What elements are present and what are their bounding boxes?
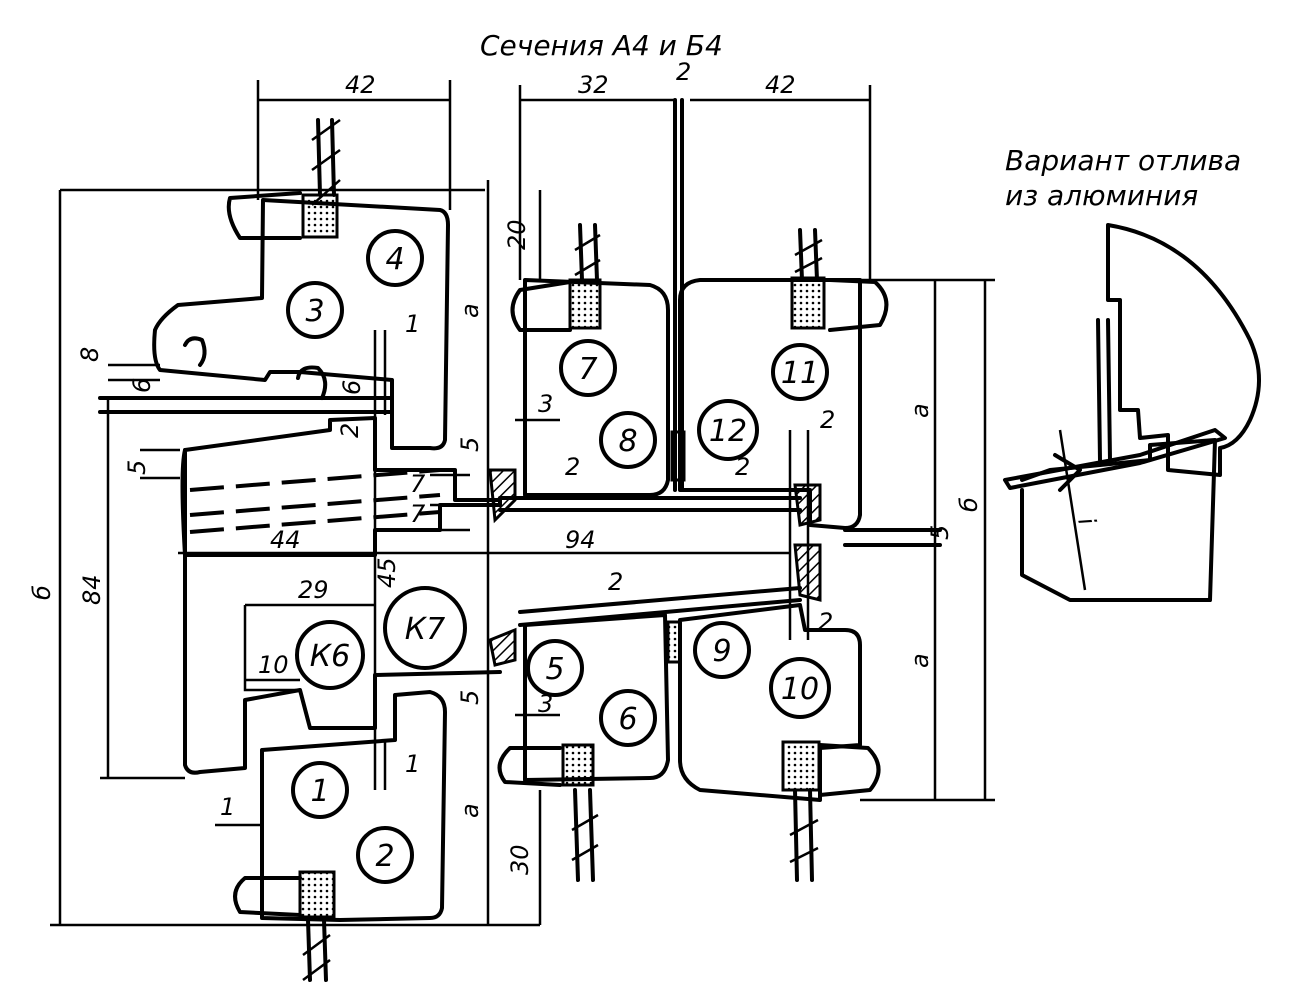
dim-20: 20 — [503, 219, 531, 250]
aluminium-variant: Вариант отлива из алюминия i — [1003, 144, 1261, 602]
dim-6-b: 6 — [338, 380, 366, 395]
dim-2-d: 2 — [608, 568, 623, 596]
part-1: 1 — [310, 774, 329, 809]
part-circle-3 — [286, 281, 344, 339]
dim-1-left: 1 — [220, 793, 235, 821]
dim-5-b: 5 — [456, 437, 484, 452]
dim-1-mid: 1 — [405, 750, 420, 778]
dim-29: 29 — [298, 576, 329, 604]
part-10: 10 — [781, 672, 819, 707]
part-6: 6 — [618, 702, 637, 737]
part-11: 11 — [781, 356, 819, 391]
dim-2-top: 2 — [676, 58, 691, 86]
part-circle-1 — [291, 761, 349, 819]
part-circle-12 — [697, 399, 759, 461]
part-8: 8 — [618, 424, 637, 459]
dim-3-bottom: 3 — [538, 690, 553, 718]
dimension-texts: 42 32 2 42 20 30 44 94 29 45 84 10 1 1 1… — [28, 58, 983, 875]
dim-2-f: 2 — [336, 423, 364, 438]
dim-8: 8 — [76, 347, 104, 362]
dim-7-a: 7 — [410, 470, 426, 498]
part-12: 12 — [709, 414, 747, 449]
dim-2-b: 2 — [735, 453, 750, 481]
dim-2-c: 2 — [820, 406, 835, 434]
part-2: 2 — [375, 839, 394, 874]
dim-b-left: б — [28, 585, 56, 600]
dimension-lines — [50, 80, 995, 927]
variant-caption-line1: Вариант отлива — [1005, 144, 1241, 177]
dim-94: 94 — [565, 526, 596, 554]
drawing-title: Сечения А4 и Б4 — [480, 29, 723, 62]
part-circle-9 — [693, 621, 751, 679]
part-7: 7 — [578, 352, 597, 387]
dim-42-right: 42 — [765, 71, 796, 99]
part-circle-4 — [366, 229, 424, 287]
dim-3-top: 3 — [538, 390, 553, 418]
dim-42-left: 42 — [345, 71, 376, 99]
part-4: 4 — [385, 242, 404, 277]
part-5: 5 — [545, 652, 564, 687]
dim-30: 30 — [506, 844, 534, 875]
dim-45: 45 — [373, 557, 401, 588]
part-circle-5 — [526, 639, 584, 697]
part-circle-k6 — [295, 620, 365, 690]
right-frame — [497, 98, 942, 882]
part-k7: К7 — [405, 612, 445, 647]
part-circle-7 — [559, 339, 617, 397]
dim-5-c: 5 — [456, 690, 484, 705]
dim-7-b: 7 — [410, 500, 426, 528]
left-frame — [98, 118, 517, 982]
part-k6: К6 — [310, 639, 350, 674]
dim-32: 32 — [578, 71, 609, 99]
dim-5-a: 5 — [123, 460, 151, 475]
dim-a-1: а — [456, 303, 484, 318]
part-circle-k7 — [383, 586, 467, 670]
dim-2-a: 2 — [565, 453, 580, 481]
part-labels: 3 4 1 2 К6 К7 7 8 11 12 5 6 9 10 — [286, 229, 831, 884]
dim-b-right: б — [955, 497, 983, 512]
dim-44: 44 — [270, 526, 301, 554]
dim-2-e: 2 — [818, 608, 833, 636]
dim-a-3: а — [906, 403, 934, 418]
dim-10: 10 — [258, 651, 289, 679]
dim-a-2: а — [456, 803, 484, 818]
part-circle-10 — [769, 657, 831, 719]
variant-caption-line2: из алюминия — [1005, 179, 1198, 212]
dim-84: 84 — [78, 574, 106, 605]
variant-dim-i: i — [1072, 514, 1101, 528]
dim-5-d: 5 — [926, 525, 954, 540]
part-circle-2 — [356, 826, 414, 884]
dim-1-top: 1 — [405, 310, 420, 338]
part-circle-11 — [771, 343, 829, 401]
dim-6-a: 6 — [128, 378, 156, 393]
part-circle-8 — [599, 411, 657, 469]
dim-a-4: а — [906, 653, 934, 668]
part-3: 3 — [305, 294, 324, 329]
part-9: 9 — [712, 634, 731, 669]
part-circle-6 — [599, 689, 657, 747]
